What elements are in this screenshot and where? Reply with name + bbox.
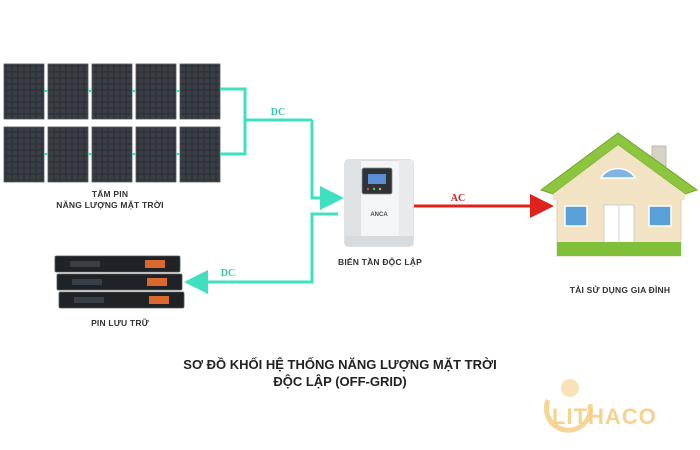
house-icon: [539, 132, 699, 257]
solar-panel: [91, 63, 133, 120]
lithaco-watermark: LITHACO: [552, 404, 657, 429]
inverter-label: BIẾN TẦN ĐỘC LẬP: [338, 257, 422, 267]
solar-panel: [47, 63, 89, 120]
inverter-brand-logo: ANCA: [370, 212, 388, 218]
solar-panel: [179, 126, 221, 183]
battery-stack: [54, 255, 185, 309]
solar-panels-label: TẤM PIN NĂNG LƯỢNG MẶT TRỜI: [30, 189, 190, 211]
dc-line-inverter-to-battery: [184, 212, 338, 294]
dc-line-panels-to-inverter: [220, 87, 344, 210]
solar-panel: [3, 63, 45, 120]
solar-panel: [135, 63, 177, 120]
inverter-unit: ANCA: [344, 159, 414, 247]
solar-panel: [135, 126, 177, 183]
solar-panels-label-line1: TẤM PIN: [91, 189, 129, 199]
solar-panel: [3, 126, 45, 183]
dc-flow-label: DC: [221, 268, 235, 279]
household-load-label: TẢI SỬ DỤNG GIA ĐÌNH: [569, 285, 671, 295]
battery-module: [56, 273, 183, 291]
lithaco-logo-mark: [543, 379, 593, 433]
dc-flow-label: DC: [271, 107, 285, 118]
storage-battery-label: PIN LƯU TRỮ: [91, 318, 149, 328]
ac-flow-label: AC: [451, 193, 465, 204]
solar-panels-label-line2: NĂNG LƯỢNG MẶT TRỜI: [56, 200, 164, 210]
solar-panel: [91, 126, 133, 183]
solar-panel: [179, 63, 221, 120]
panel-interconnects: [44, 90, 180, 155]
battery-module: [58, 291, 185, 309]
battery-module: [54, 255, 181, 273]
solar-panel-array: [3, 63, 221, 183]
caption-line1: SƠ ĐỒ KHỐI HỆ THỐNG NĂNG LƯỢNG MẶT TRỜI: [183, 357, 497, 372]
diagram-caption: SƠ ĐỒ KHỐI HỆ THỐNG NĂNG LƯỢNG MẶT TRỜI …: [170, 356, 510, 390]
solar-panel: [47, 126, 89, 183]
caption-line2: ĐỘC LẬP (OFF-GRID): [273, 374, 407, 389]
